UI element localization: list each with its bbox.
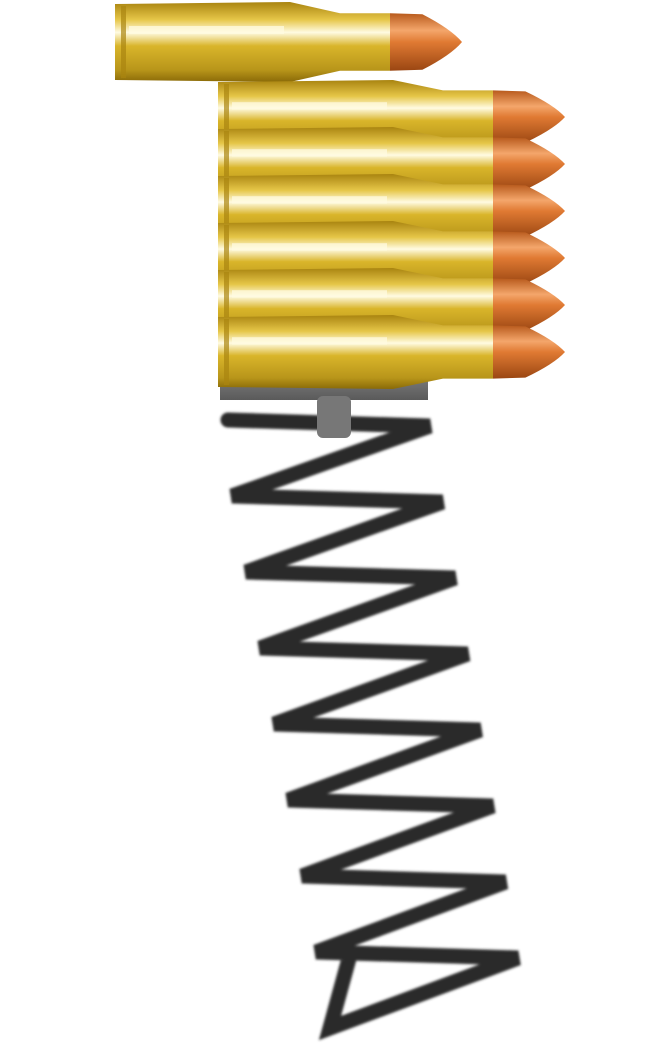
- case-rim-groove: [121, 6, 126, 78]
- bullet: [493, 137, 565, 191]
- follower-stem: [317, 396, 351, 438]
- case-highlight: [232, 102, 387, 110]
- case-rim-groove: [224, 272, 229, 338]
- cartridge-case: [115, 2, 390, 82]
- case-highlight: [232, 196, 387, 204]
- bullet: [493, 325, 565, 379]
- cartridge-case: [218, 315, 493, 389]
- bullet: [493, 184, 565, 238]
- case-highlight: [232, 149, 387, 157]
- spring: [220, 412, 521, 1041]
- bullet: [390, 13, 462, 71]
- case-rim-groove: [224, 131, 229, 197]
- bullet: [493, 278, 565, 332]
- case-rim-groove: [224, 178, 229, 244]
- case-highlight: [129, 26, 284, 34]
- case-rim-groove: [224, 225, 229, 291]
- top-cartridge: [115, 2, 462, 82]
- spring-coil: [220, 412, 521, 1041]
- case-rim-groove: [224, 84, 229, 150]
- case-highlight: [232, 243, 387, 251]
- case-highlight: [232, 337, 387, 345]
- cartridge-stack: [115, 2, 565, 389]
- case-rim-groove: [224, 319, 229, 385]
- bullet: [493, 90, 565, 144]
- case-highlight: [232, 290, 387, 298]
- bullet: [493, 231, 565, 285]
- stacked-cartridge: [218, 315, 565, 389]
